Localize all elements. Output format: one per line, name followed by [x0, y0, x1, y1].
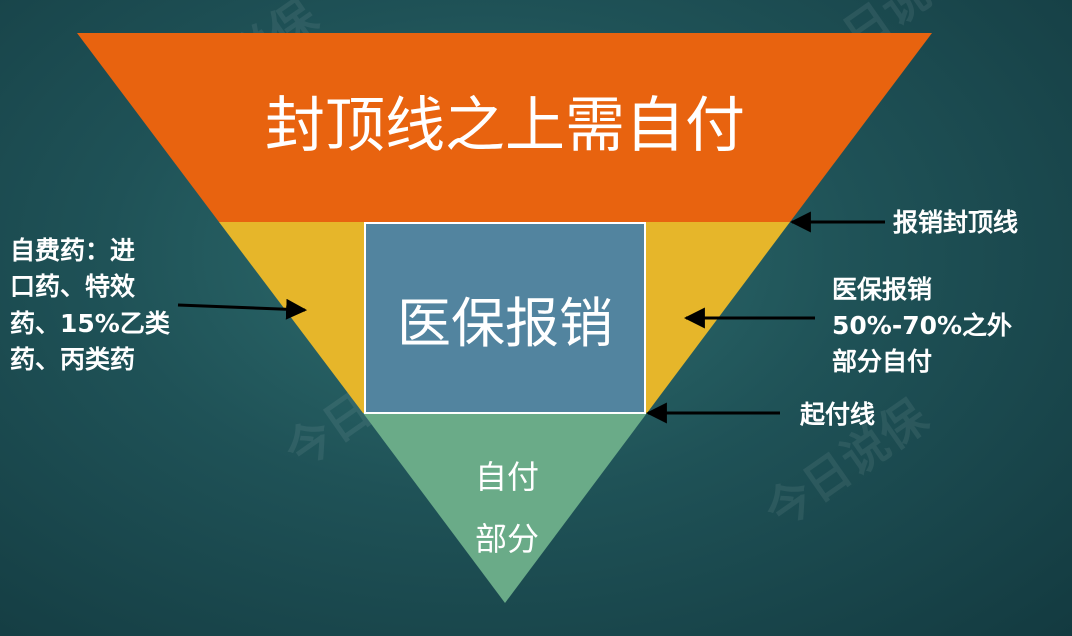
right-note-line: 50%-70%之外 — [832, 311, 1012, 340]
tier-top-shape — [77, 33, 932, 222]
left-note-arrow — [177, 298, 308, 320]
left-note-line: 药、丙类药 — [10, 345, 135, 374]
right-note: 医保报销 50%-70%之外 部分自付 — [832, 275, 1012, 376]
tier-bottom-label-line1: 自付 — [475, 458, 539, 496]
tier-bottom-shape — [363, 413, 647, 603]
left-note-line: 口药、特效 — [10, 272, 135, 301]
tier-top-label: 封顶线之上需自付 — [265, 91, 745, 161]
left-note-line: 自费药：进 — [10, 236, 135, 265]
tier-center-label: 医保报销 — [397, 292, 613, 355]
left-note-line: 药、15%乙类 — [10, 309, 171, 338]
right-note-line: 部分自付 — [832, 347, 932, 376]
left-note: 自费药：进 口药、特效 药、15%乙类 药、丙类药 — [10, 236, 171, 374]
start-line-label: 起付线 — [800, 400, 875, 429]
right-note-line: 医保报销 — [832, 275, 932, 304]
tier-bottom-label-line2: 部分 — [475, 520, 539, 558]
cap-line-label: 报销封顶线 — [893, 208, 1018, 237]
center-reimbursement-box — [364, 222, 646, 414]
